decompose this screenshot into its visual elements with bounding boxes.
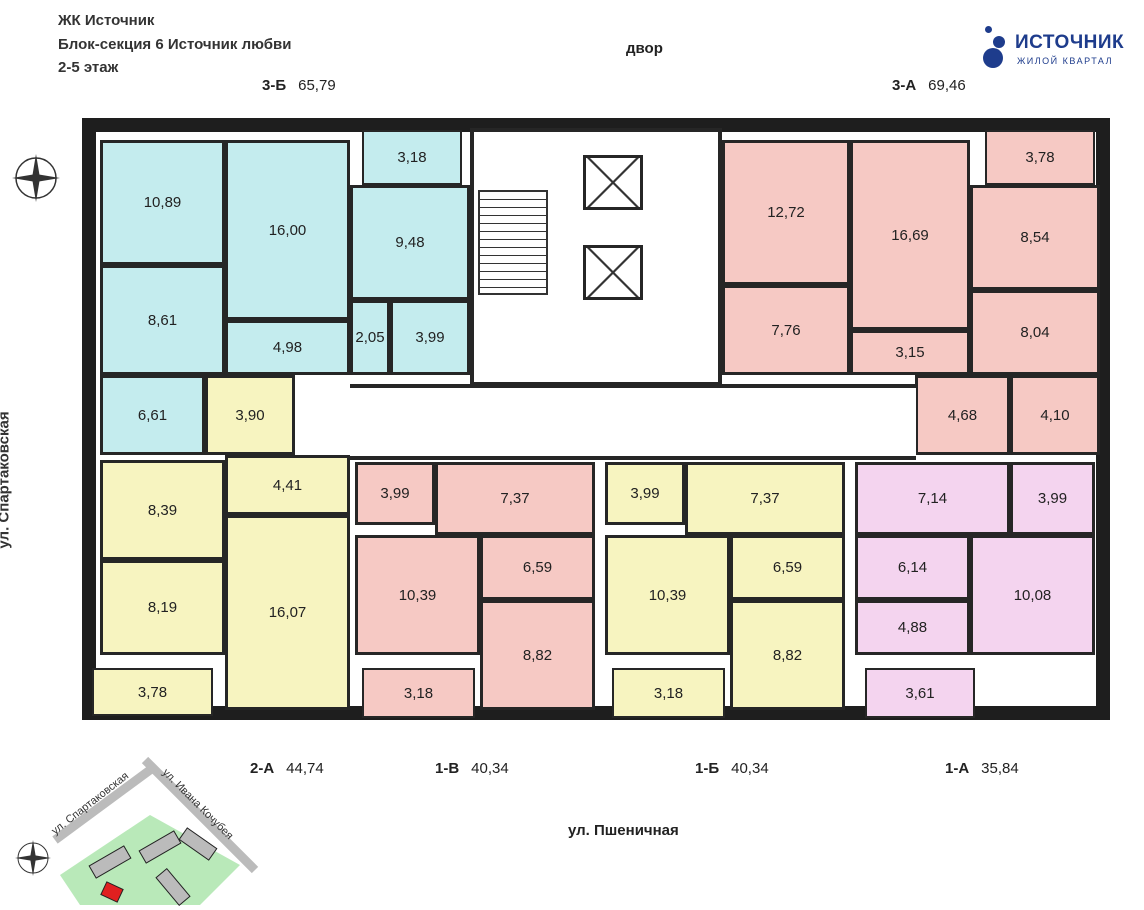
floors-label: 2-5 этаж (58, 59, 119, 76)
apartment-code: 1-А (945, 760, 970, 777)
room: 4,68 (915, 375, 1010, 455)
apartment-code: 3-Б (262, 77, 287, 94)
room: 16,07 (225, 515, 350, 710)
room: 3,90 (205, 375, 295, 455)
apartment-code: 3-А (892, 77, 917, 94)
balcony: 3,61 (865, 668, 975, 718)
room: 4,10 (1010, 375, 1100, 455)
room: 8,39 (100, 460, 225, 560)
apartment-code: 1-В (435, 760, 460, 777)
room: 8,82 (730, 600, 845, 710)
apartment-label: 3-А 69,46 (892, 77, 966, 94)
room: 10,89 (100, 140, 225, 265)
room: 7,37 (685, 462, 845, 535)
room: 6,61 (100, 375, 205, 455)
orientation-bottom: ул. Пшеничная (568, 822, 679, 839)
balcony: 3,18 (362, 668, 475, 718)
room: 16,69 (850, 140, 970, 330)
minimap-street-1: ул. Спартаковская (49, 770, 131, 837)
project-title: ЖК Источник (58, 12, 155, 29)
apartment-label: 1-Б 40,34 (695, 760, 769, 777)
logo-name: ИСТОЧНИК (1015, 32, 1125, 53)
room: 16,00 (225, 140, 350, 320)
room: 2,05 (350, 300, 390, 375)
apartment-code: 1-Б (695, 760, 720, 777)
room: 3,15 (850, 330, 970, 375)
room: 3,99 (355, 462, 435, 525)
apartment-code: 2-А (250, 760, 275, 777)
room: 10,08 (970, 535, 1095, 655)
apartment-label: 3-Б 65,79 (262, 77, 336, 94)
room: 3,99 (390, 300, 470, 375)
room: 3,99 (1010, 462, 1095, 535)
room: 6,59 (730, 535, 845, 600)
balcony: 3,18 (612, 668, 725, 718)
room: 4,88 (855, 600, 970, 655)
apartment-label: 2-А 44,74 (250, 760, 324, 777)
room: 7,37 (435, 462, 595, 535)
room: 8,61 (100, 265, 225, 375)
room: 7,76 (722, 285, 850, 375)
room: 4,98 (225, 320, 350, 375)
balcony: 3,78 (985, 130, 1095, 185)
staircase (478, 190, 548, 295)
room: 6,14 (855, 535, 970, 600)
compass-icon (12, 154, 60, 202)
orientation-top: двор (626, 40, 663, 57)
apartment-label: 1-А 35,84 (945, 760, 1019, 777)
balcony: 3,78 (92, 668, 213, 716)
room: 10,39 (355, 535, 480, 655)
site-minimap: ул. Спартаковская ул. Ивана Кочубея (15, 756, 259, 906)
room: 4,41 (225, 455, 350, 515)
apartment-area: 44,74 (286, 760, 324, 777)
room: 10,39 (605, 535, 730, 655)
room: 8,04 (970, 290, 1100, 375)
room: 8,82 (480, 600, 595, 710)
room: 6,59 (480, 535, 595, 600)
elevator-1 (583, 155, 643, 210)
apartment-label: 1-В 40,34 (435, 760, 509, 777)
apartment-area: 40,34 (471, 760, 509, 777)
orientation-left: ул. Спартаковская (0, 411, 13, 549)
apartment-area: 65,79 (298, 77, 336, 94)
apartment-area: 69,46 (928, 77, 966, 94)
balcony: 3,18 (362, 130, 462, 185)
corridor (350, 384, 916, 460)
room: 7,14 (855, 462, 1010, 535)
room: 12,72 (722, 140, 850, 285)
logo-subtitle: ЖИЛОЙ КВАРТАЛ (1017, 56, 1114, 66)
room: 3,99 (605, 462, 685, 525)
section-title: Блок-секция 6 Источник любви (58, 36, 292, 53)
room: 8,54 (970, 185, 1100, 290)
apartment-area: 40,34 (731, 760, 769, 777)
room: 8,19 (100, 560, 225, 655)
apartment-area: 35,84 (981, 760, 1019, 777)
room: 9,48 (350, 185, 470, 300)
elevator-2 (583, 245, 643, 300)
